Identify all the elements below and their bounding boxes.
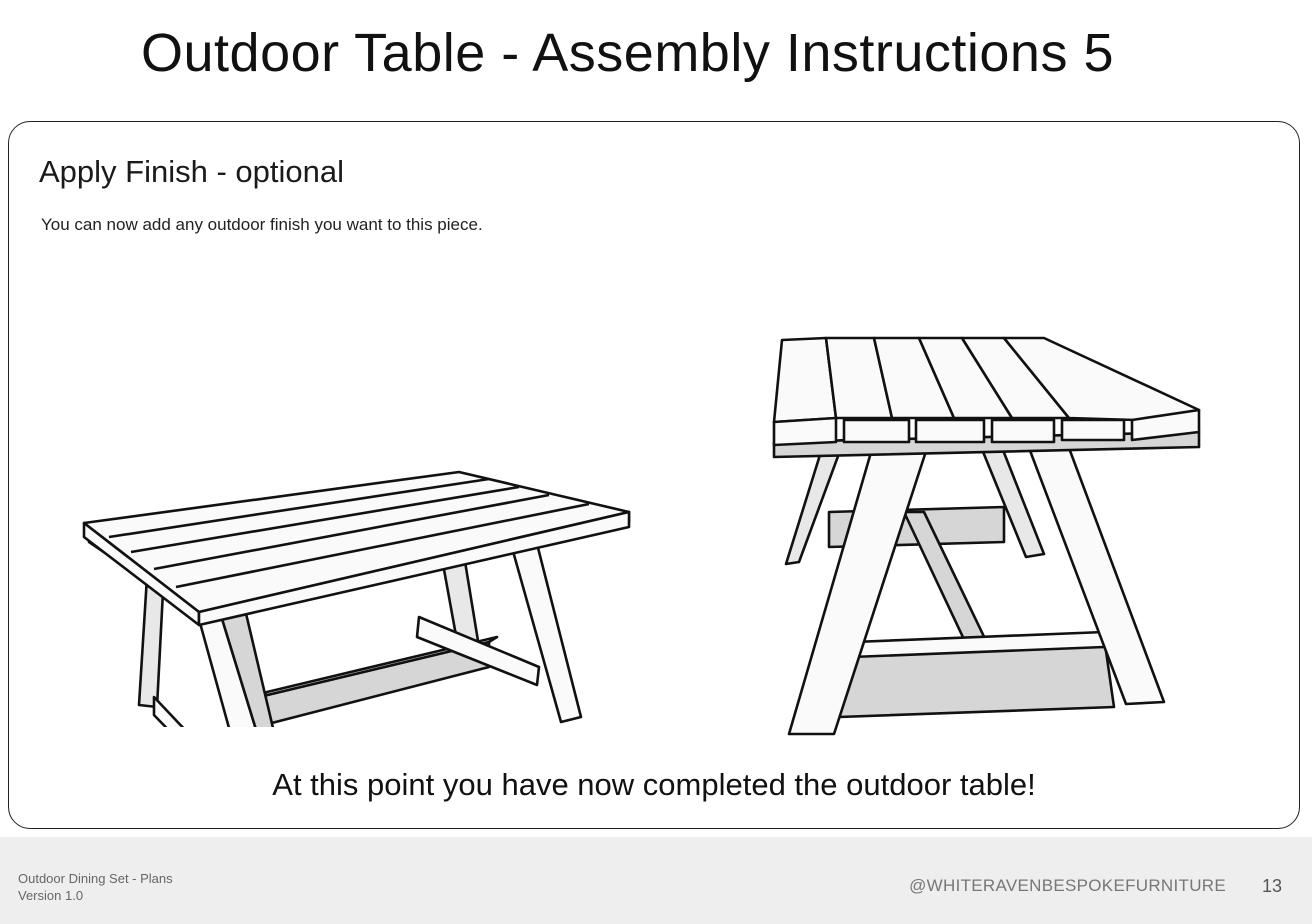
step-description: You can now add any outdoor finish you w…: [41, 215, 483, 234]
footer-social-handle: @WHITERAVENBESPOKEFURNITURE: [909, 876, 1226, 895]
completion-message: At this point you have now completed the…: [272, 767, 1036, 802]
page-number: 13: [1261, 876, 1282, 896]
instruction-panel: Apply Finish - optional You can now add …: [8, 121, 1300, 829]
footer-document-info: Outdoor Dining Set - Plans Version 1.0: [18, 870, 173, 904]
table-perspective-illustration: [82, 470, 631, 727]
page-title: Outdoor Table - Assembly Instructions 5: [141, 23, 1114, 83]
table-end-view-illustration: [772, 336, 1201, 736]
footer-doc-title: Outdoor Dining Set - Plans: [18, 871, 173, 886]
footer-version: Version 1.0: [18, 888, 84, 903]
step-heading: Apply Finish - optional: [39, 154, 344, 189]
page-footer: Outdoor Dining Set - Plans Version 1.0 @…: [0, 837, 1312, 924]
